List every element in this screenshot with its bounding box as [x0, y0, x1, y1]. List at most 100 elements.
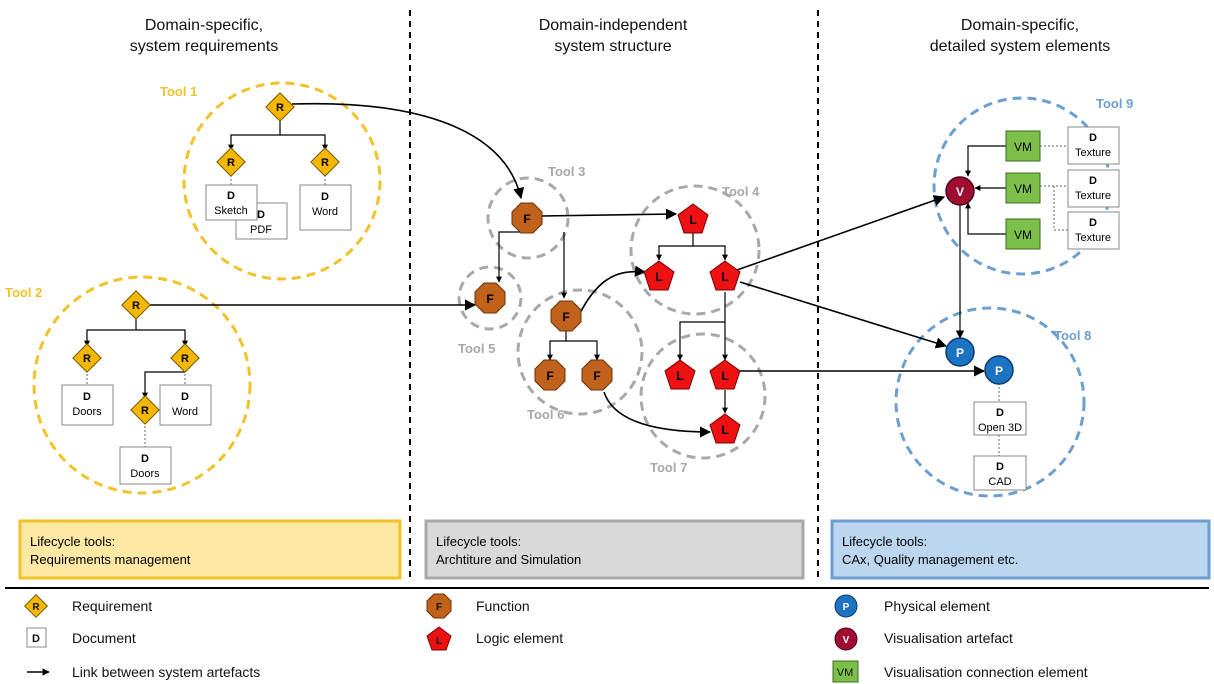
tool-3-boundary: [486, 176, 570, 260]
legend-label: Visualisation artefact: [884, 630, 1013, 646]
column-header-line: system requirements: [130, 38, 279, 55]
doc-letter: D: [227, 190, 235, 202]
function-node: F: [474, 282, 506, 314]
doc-letter: D: [83, 391, 91, 403]
doc-letter: D: [1089, 217, 1097, 229]
column-header-line: Domain-specific,: [145, 17, 263, 34]
visualisation-links: [955, 145, 1006, 339]
legend-label: Requirement: [72, 598, 152, 614]
legend-item-function: F Function: [426, 593, 530, 619]
legend-label: Link between system artefacts: [72, 664, 260, 680]
legend-label: Logic element: [476, 630, 563, 646]
icon-letter: L: [436, 636, 442, 647]
requirement-node: R: [130, 395, 160, 425]
function-node: F: [534, 359, 566, 391]
doc-letter: D: [257, 209, 265, 221]
node-letter: F: [546, 369, 553, 383]
legend-item-document: D Document: [26, 627, 136, 648]
doc-letter: D: [996, 407, 1004, 419]
tool-1-doc-links: [230, 175, 326, 185]
icon-letter: VM: [837, 667, 854, 679]
doc-letter: D: [1089, 175, 1097, 187]
vm-node: VM: [1005, 130, 1041, 162]
requirement-node: R: [170, 343, 200, 373]
vm-node: VM: [1005, 172, 1041, 204]
node-letter: P: [956, 346, 964, 360]
physical-node: P: [984, 355, 1014, 385]
document-texture: D Texture: [1067, 211, 1120, 250]
tool-4-boundary: [629, 184, 761, 316]
document-doors: D Doors: [119, 446, 172, 485]
node-letter: L: [655, 270, 662, 284]
legend-item-requirement: R Requirement: [23, 593, 152, 619]
legend: R Requirement D Document Link between sy…: [23, 593, 1088, 683]
document-word: D Word: [159, 384, 212, 426]
visualisation-icon: V: [834, 627, 858, 651]
function-node: F: [581, 359, 613, 391]
node-letter: R: [181, 353, 189, 365]
node-letter: L: [721, 270, 728, 284]
legend-item-visualisation: V Visualisation artefact: [834, 627, 1013, 651]
function-node: F: [511, 202, 543, 234]
tool-1-boundary: [182, 81, 382, 281]
column-header-left: Domain-specific, system requirements: [130, 17, 279, 55]
icon-letter: V: [843, 635, 850, 646]
document-doors: D Doors: [61, 384, 114, 426]
icon-letter: D: [32, 633, 40, 645]
doc-label: Texture: [1075, 232, 1111, 244]
doc-letter: D: [181, 391, 189, 403]
texture-doc-links: [998, 145, 1068, 456]
legend-item-vm: VM Visualisation connection element: [832, 660, 1088, 683]
node-letter: F: [562, 310, 569, 324]
lifecycle-line: Lifecycle tools:: [436, 534, 521, 549]
doc-label: Doors: [130, 468, 160, 480]
physical-node: P: [945, 337, 975, 367]
doc-label: Texture: [1075, 190, 1111, 202]
tool-label: Tool 8: [1054, 328, 1091, 343]
node-letter: R: [227, 157, 235, 169]
node-letter: P: [995, 364, 1003, 378]
column-header-line: Domain-specific,: [961, 17, 1079, 34]
document-open3d: D Open 3D: [973, 401, 1027, 436]
icon-letter: F: [436, 602, 442, 613]
vm-node: VM: [1005, 218, 1041, 250]
document-texture: D Texture: [1067, 169, 1120, 208]
node-letter: L: [721, 369, 728, 383]
doc-label: Word: [312, 206, 338, 218]
node-letter: R: [276, 102, 284, 114]
logic-node: L: [709, 260, 741, 291]
column-header-line: detailed system elements: [930, 38, 1111, 55]
icon-letter: R: [32, 602, 40, 613]
requirement-node: R: [216, 147, 246, 177]
document-texture: D Texture: [1067, 126, 1120, 165]
node-letter: L: [676, 369, 683, 383]
lifecycle-line: Requirements management: [30, 552, 191, 567]
legend-label: Physical element: [884, 598, 990, 614]
tool-label: Tool 1: [160, 84, 197, 99]
node-letter: R: [141, 405, 149, 417]
lifecycle-box-architecture: Lifecycle tools: Archtiture and Simulati…: [424, 519, 805, 580]
vm-icon: VM: [832, 660, 859, 683]
visualisation-node: V: [945, 176, 975, 206]
tool-1-tree-links: [228, 120, 328, 151]
column-header-middle: Domain-independent system structure: [539, 17, 688, 55]
tool-2-tree-links: [84, 318, 188, 399]
requirement-node: R: [72, 343, 102, 373]
legend-item-physical: P Physical element: [834, 594, 990, 618]
document-word: D Word: [299, 184, 352, 231]
tool-2-boundary: [32, 275, 252, 495]
legend-label: Document: [72, 630, 136, 646]
doc-letter: D: [141, 453, 149, 465]
legend-item-link: Link between system artefacts: [27, 664, 260, 680]
logic-node: L: [643, 260, 675, 291]
node-letter: R: [321, 157, 329, 169]
node-letter: VM: [1014, 182, 1032, 196]
node-letter: R: [83, 353, 91, 365]
column-header-line: system structure: [554, 38, 671, 55]
tool-label: Tool 7: [650, 460, 687, 475]
doc-label: PDF: [250, 224, 272, 236]
node-letter: V: [956, 185, 964, 199]
logic-node: L: [664, 359, 696, 390]
node-letter: F: [593, 369, 600, 383]
